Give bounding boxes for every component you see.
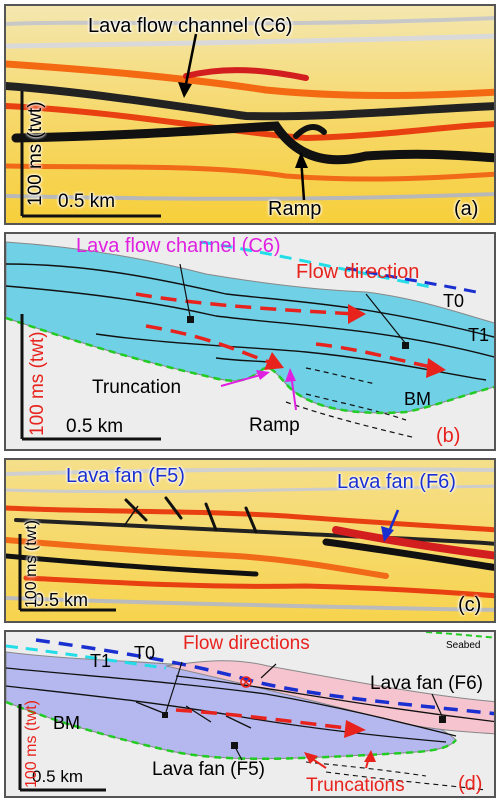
- label-horizon-t0-d: T0: [134, 643, 156, 663]
- panel-a-seismic: Lava flow channel (C6) Ramp 0.5 km 100 m…: [4, 4, 496, 225]
- seismic-image-a: [6, 6, 494, 223]
- arrow-ramp: [295, 152, 308, 201]
- horizon-bm-line-d: [6, 700, 457, 761]
- annotation-lava-fan-f5: Lava fan (F5): [66, 465, 185, 487]
- seismic-image-c: [6, 460, 494, 621]
- annotation-truncations: Truncations: [306, 775, 405, 796]
- panel-label-c: (c): [458, 594, 482, 616]
- arrow-fan-f6: [381, 509, 400, 542]
- scale-label-vertical-b: 100 ms (twt): [27, 331, 48, 436]
- scale-label-vertical: 100 ms (twt): [25, 101, 46, 206]
- annotation-lava-flow-channel-b: Lava flow channel (C6): [76, 235, 281, 257]
- scale-label-horizontal-c: 0.5 km: [34, 590, 89, 610]
- annotation-lava-fan-f6: Lava fan (F6): [337, 471, 456, 493]
- annotation-truncation: Truncation: [92, 377, 182, 398]
- arrow-channel: [178, 33, 198, 98]
- annotation-ramp: Ramp: [268, 198, 322, 220]
- label-horizon-t1-d: T1: [90, 651, 112, 671]
- flow-direction-arrows: [135, 292, 437, 370]
- scale-label-vertical-c: 100 ms (twt): [23, 519, 40, 608]
- label-horizon-t1: T1: [468, 325, 490, 345]
- ramp-arrow: [285, 368, 297, 411]
- annotation-lava-fan-f6-d: Lava fan (F6): [370, 673, 483, 694]
- arrow-fan-f5: [123, 505, 139, 527]
- panel-label-a: (a): [454, 198, 479, 220]
- panel-label-d: (d): [458, 773, 483, 795]
- truncation-arrow: [220, 370, 270, 387]
- scale-label-vertical-d: 100 ms (twt): [23, 699, 40, 788]
- horizon-t0-line-d: [35, 638, 494, 716]
- seabed-line: [425, 632, 494, 639]
- label-horizon-bm-d: BM: [53, 713, 80, 733]
- horizon-t0-line: [345, 266, 477, 294]
- annotation-flow-direction: Flow direction: [296, 261, 420, 283]
- label-seabed: Seabed: [446, 640, 481, 651]
- annotation-lava-flow-channel: Lava flow channel (C6): [88, 15, 293, 37]
- horizon-t1-line: [200, 240, 437, 290]
- panel-label-b: (b): [436, 425, 461, 447]
- annotation-ramp-b: Ramp: [249, 415, 300, 436]
- panel-b-interpretation: Lava flow channel (C6) Flow direction T0…: [4, 232, 496, 451]
- flow-out-of-page-icon: [240, 676, 252, 688]
- scale-label-horizontal-d: 0.5 km: [32, 767, 84, 786]
- flow-direction-arrow-d: [175, 708, 347, 730]
- diagram-d: [6, 632, 494, 792]
- label-horizon-t0: T0: [443, 291, 465, 311]
- scale-label-horizontal: 0.5 km: [58, 191, 116, 212]
- horizon-t1-line-d: [6, 644, 167, 670]
- annotation-flow-directions: Flow directions: [183, 633, 310, 654]
- panel-d-interpretation: Seabed T0 T1 BM Flow directions Lava fan…: [4, 630, 496, 798]
- diagram-b: [6, 240, 494, 441]
- label-horizon-bm: BM: [404, 389, 431, 409]
- panel-c-seismic: Lava fan (F5) Lava fan (F6) 0.5 km 100 m…: [4, 458, 496, 623]
- annotation-lava-fan-f5-d: Lava fan (F5): [152, 759, 265, 780]
- scale-label-horizontal-b: 0.5 km: [66, 416, 124, 437]
